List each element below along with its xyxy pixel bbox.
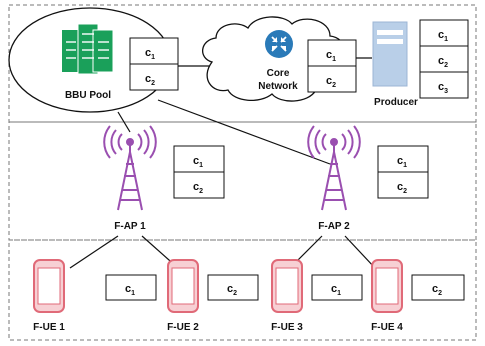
- cache-entry: c1: [145, 47, 155, 61]
- cache-entry: c2: [397, 181, 407, 195]
- link-bbu-fap2: [157, 99, 331, 165]
- cache-table-bbu: [129, 37, 179, 91]
- cache-table-core: [307, 39, 357, 93]
- cell-tower-icon-fap1: [103, 125, 157, 211]
- cache-entry: c2: [432, 283, 442, 297]
- bbu-pool-label: BBU Pool: [65, 90, 111, 101]
- cache-entry: c2: [227, 283, 237, 297]
- cache-table-fue: [105, 274, 465, 301]
- smartphone-icon-fue3: [271, 259, 303, 313]
- link-bbu-fap1: [117, 111, 131, 133]
- core-network-label-line2: Network: [258, 81, 298, 92]
- smartphone-icon-fue2: [167, 259, 199, 313]
- fue3-label: F-UE 3: [271, 322, 303, 333]
- fap1-label: F-AP 1: [114, 221, 146, 232]
- cache-entry: c1: [125, 283, 135, 297]
- links: [69, 57, 376, 269]
- cache-entry: c1: [326, 49, 336, 63]
- fue4-label: F-UE 4: [371, 322, 403, 333]
- fue1-label: F-UE 1: [33, 322, 65, 333]
- smartphone-icon-fue1: [33, 259, 65, 313]
- cache-table-fap1: [173, 145, 225, 199]
- router-icon: [265, 30, 293, 58]
- link-fap2-fue4: [344, 235, 376, 269]
- cache-entry: c1: [331, 283, 341, 297]
- server-tower-icon: [372, 21, 408, 87]
- fue2-label: F-UE 2: [167, 322, 199, 333]
- core-network-label-line1: Core: [267, 68, 290, 79]
- server-rack-icon: [62, 23, 114, 75]
- cache-entries: c1 c2 c1 c2 c1 c2 c3 c1 c2 c1 c2 c1 c2 c…: [125, 29, 448, 297]
- cache-table-producer: [419, 19, 469, 99]
- fog-ap-tier-box: [8, 121, 477, 241]
- cache-entry: c2: [438, 55, 448, 69]
- fap2-label: F-AP 2: [318, 221, 350, 232]
- cache-entry: c2: [193, 181, 203, 195]
- cache-table-fap2: [377, 145, 429, 199]
- cache-entry: c1: [397, 155, 407, 169]
- cache-entry: c1: [193, 155, 203, 169]
- cache-entry: c3: [438, 81, 448, 95]
- user-tier-box: [8, 239, 477, 341]
- cache-entry: c2: [326, 75, 336, 89]
- smartphone-icon-fue4: [371, 259, 403, 313]
- cache-entry: c1: [438, 29, 448, 43]
- cell-tower-icon-fap2: [307, 125, 361, 211]
- producer-label: Producer: [374, 97, 418, 108]
- cache-entry: c2: [145, 73, 155, 87]
- link-fap1-fue1: [69, 235, 119, 269]
